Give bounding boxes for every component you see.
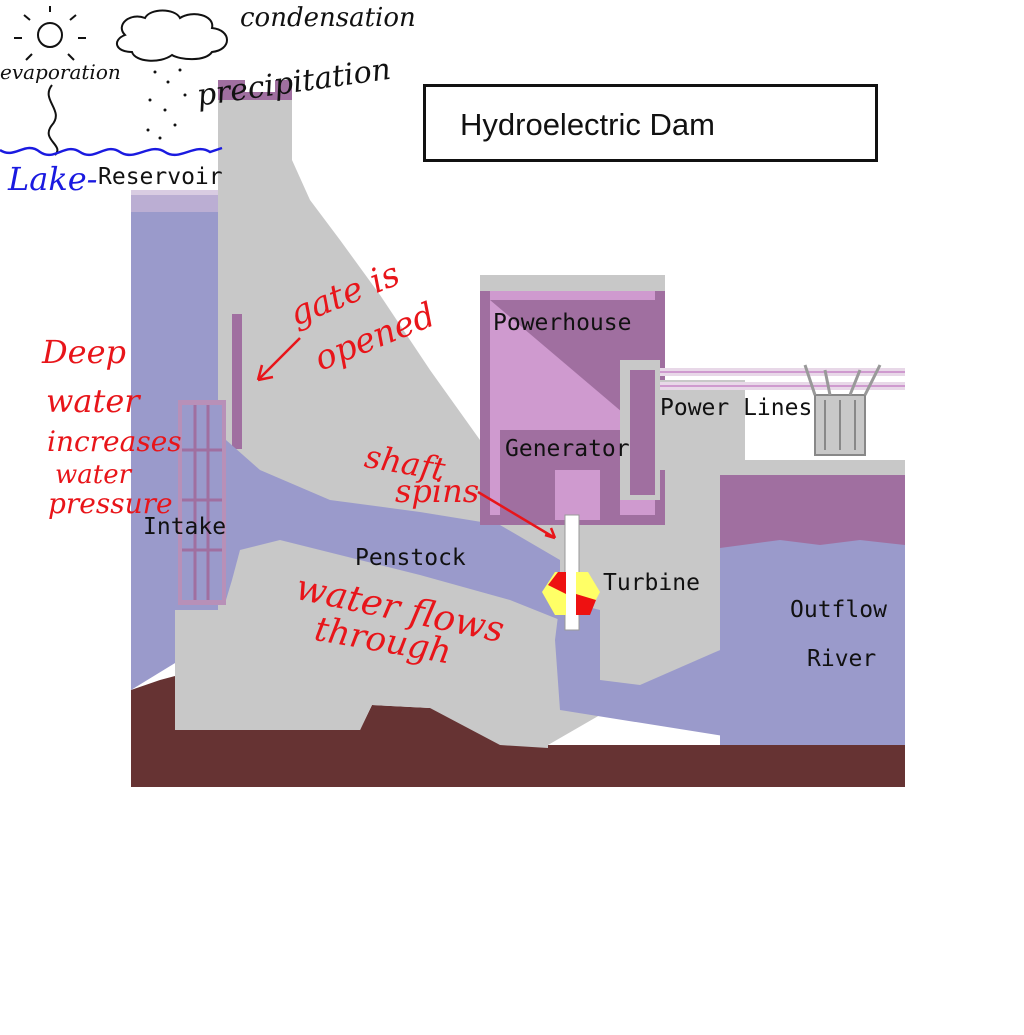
- label-turbine: Turbine: [603, 570, 700, 596]
- precipitation-dots: [146, 68, 187, 140]
- annotation-evaporation: evaporation: [0, 60, 121, 84]
- transformer: [803, 364, 882, 456]
- label-reservoir: Reservoir: [98, 164, 223, 190]
- annotation-lake: Lake-: [8, 160, 98, 198]
- right-bank: [720, 475, 905, 548]
- annotation-deep-1: Deep: [42, 333, 127, 371]
- label-penstock: Penstock: [355, 545, 466, 571]
- annotation-increases-2: water: [55, 460, 132, 490]
- gate-slot: [232, 314, 242, 449]
- label-river: River: [807, 646, 877, 672]
- intake-grille: [178, 400, 226, 605]
- reservoir-surface: [131, 190, 226, 212]
- annotation-increases-3: pressure: [48, 487, 173, 520]
- label-outflow: Outflow: [790, 597, 887, 623]
- shaft-arrow: [477, 490, 557, 540]
- label-power-lines: Power Lines: [660, 395, 813, 421]
- annotation-shaft-2: spins: [395, 472, 480, 510]
- evaporation-squiggle: [47, 84, 59, 156]
- power-lines: [660, 368, 905, 390]
- label-generator: Generator: [505, 436, 630, 462]
- turbine-blades: [542, 572, 600, 615]
- lake-waves: [0, 146, 223, 157]
- label-powerhouse: Powerhouse: [493, 310, 632, 336]
- gate-arrow: [256, 337, 301, 382]
- annotation-increases-1: increases: [47, 425, 182, 458]
- annotation-condensation: condensation: [240, 3, 416, 33]
- diagram-title: Hydroelectric Dam: [460, 107, 715, 142]
- title-box: Hydroelectric Dam: [423, 84, 878, 162]
- dam-crest: [218, 80, 292, 100]
- penstock: [226, 440, 560, 620]
- annotation-deep-2: water: [46, 382, 140, 420]
- cloud-icon: [116, 9, 228, 62]
- outflow-river: [720, 540, 905, 745]
- generator: [500, 430, 620, 520]
- label-intake: Intake: [143, 514, 227, 540]
- sun-icon: [14, 6, 86, 61]
